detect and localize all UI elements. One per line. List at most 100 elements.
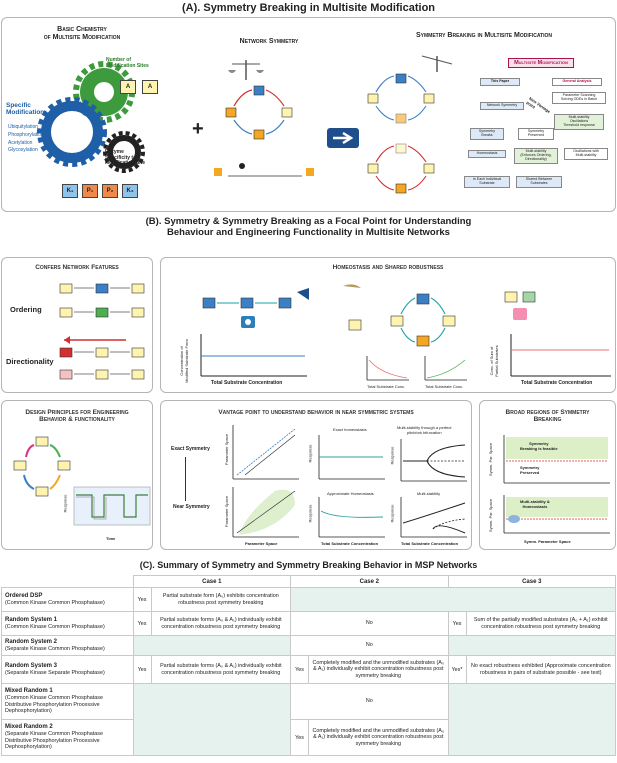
flow-each-sub: In Each Individual Substrate <box>464 176 510 188</box>
symmetry-breaking-title: Symmetry Breaking in Multisite Modificat… <box>415 32 552 39</box>
response-ylabel-4: Response <box>389 504 395 523</box>
tilted-scale-icon <box>421 55 453 72</box>
homeo-plot-4 <box>510 334 611 377</box>
homeo-plot-3 <box>424 356 467 381</box>
approx-homeo-label: Approximate Homeostasis <box>327 491 374 496</box>
sym-preserved-label: Symmetry Preserved <box>520 465 540 475</box>
number-sites-label: Number of Modification Sites <box>106 57 149 69</box>
panel-design: Design Principles for Engineering Behavi… <box>1 400 153 550</box>
symm-param-xlabel: Symm. Parameter Space <box>524 539 571 544</box>
response-ylabel-2: Response <box>307 504 313 523</box>
homeo-plot4-ylabel: Conc. of Sum of Partial Substrates <box>489 345 499 377</box>
table-row: Mixed Random 2(Separate Kinase Common Ph… <box>1 719 616 756</box>
flow-shared-sub: Shared Between Substrates <box>516 176 562 188</box>
shower-icon <box>343 284 361 288</box>
cell-c1-yes: Yes <box>132 587 152 612</box>
network-symmetry-diagram <box>214 60 314 177</box>
homeo-plot-2 <box>366 356 409 381</box>
section-a-title: (A). Symmetry Breaking in Multisite Modi… <box>181 2 436 14</box>
enzyme-spec-label: Enzyme Specificity to Modification Site <box>105 149 145 166</box>
faucet-icon <box>297 288 309 300</box>
broad-plot-1 <box>503 435 610 484</box>
directionality-label: Directionality <box>6 357 54 366</box>
weighing-scale-icon <box>241 316 255 328</box>
design-ylabel: Response <box>62 494 68 513</box>
mod-acetylation: Acetylation <box>8 139 33 146</box>
plus-sign: + <box>192 118 204 140</box>
homeo-network-2 <box>343 284 456 347</box>
summary-table: Case 1 Case 2 Case 3 Ordered DSP(Common … <box>1 575 617 756</box>
cell-c2-desc: No <box>290 611 449 636</box>
cell-empty <box>132 683 292 756</box>
cell-c3-yes: Yes* <box>447 655 467 684</box>
flow-multi-enforce: Multi-stability (Enforces Ordering, Dire… <box>514 148 558 164</box>
homeo-plot1-ylabel: Concentration of Modified Substrate Form <box>179 339 189 383</box>
param-space-ylabel-1: Parameter Space <box>224 433 230 466</box>
table-row: Mixed Random 1(Common Kinase Common Phos… <box>1 683 617 756</box>
flow-osc-multi: Oscillations with Multi-stability <box>564 148 608 160</box>
balance-scale-icon <box>228 60 264 80</box>
total-sub-xlabel-1: Total Substrate Concentration <box>321 541 379 546</box>
cell-empty <box>447 683 617 756</box>
black-gear-icon <box>103 131 145 173</box>
exact-homeo-label: Exact homeostasis <box>333 427 367 432</box>
flow-sym-breaks: Symmetry Breaks <box>470 128 504 140</box>
multi-homeo-label: Multi-stability & Homeostasis <box>520 499 550 509</box>
pink-scale-icon <box>513 308 527 320</box>
right-arrow-icon <box>327 128 359 148</box>
confers-network-diagram <box>59 283 145 380</box>
table-header-row: Case 1 Case 2 Case 3 <box>2 575 617 588</box>
mod-glycosylation: Glycosylation <box>8 147 38 154</box>
mod-list: Ubiquitylation Phosphorylation Acetylati… <box>8 124 44 155</box>
cell-c1-desc: Partial substrate form (A₀) exhibits con… <box>150 587 292 612</box>
k2-box: K₂ <box>122 184 138 198</box>
header-case-2: Case 2 <box>290 575 449 588</box>
panel-confers: Confers Network Features Ordering Direct… <box>1 257 153 393</box>
symmetry-breaking-diagrams <box>367 55 453 194</box>
cell-c2-desc: No <box>290 683 449 720</box>
flow-param: Parameter Scanning Solving ODEs in Batch <box>552 92 606 104</box>
cell-c3-desc: Sum of the partially modified substrates… <box>465 611 617 636</box>
cell-empty <box>132 635 292 656</box>
cell-c1-yes: Yes <box>132 655 152 684</box>
exact-sym-label: Exact Symmetry <box>171 446 210 452</box>
sym-feasible-label: Symmetry Breaking is feasible <box>520 441 558 451</box>
design-response-plot <box>73 486 151 526</box>
multistab-perfect-label: Multi-stability through a perfect pitchf… <box>397 425 452 435</box>
homeo-network-1 <box>202 288 309 328</box>
param-space-ylabel-2: Parameter Space <box>224 495 230 528</box>
cell-c1-yes: Yes <box>132 611 152 636</box>
blue-gear-icon <box>37 97 107 167</box>
near-sym-label: Near Symmetry <box>173 504 210 510</box>
p1-box: P₁ <box>82 184 98 198</box>
table-row: Ordered DSP(Common Kinase Common Phospha… <box>1 587 616 612</box>
vantage-param-plot-1 <box>232 425 299 480</box>
flow-multi-osc: Multi-stability Oscillations Threshold r… <box>554 114 604 130</box>
mod-phosphorylation: Phosphorylation <box>8 131 44 138</box>
flow-general: General Analysis <box>552 78 602 86</box>
mod-ubiquitylation: Ubiquitylation <box>8 124 39 130</box>
vantage-response-plot-2 <box>318 497 385 538</box>
row-label: Ordered DSP(Common Kinase Common Phospha… <box>1 587 134 612</box>
panel-a: Basic Chemistry of Multisite Modificatio… <box>1 17 616 212</box>
cell-c2-desc: Completely modified and the unmodified s… <box>308 655 449 684</box>
flow-new-vantage: New Vantage point <box>525 95 552 115</box>
panel-homeostasis: Homeostasis and Shared robustness Concen… <box>160 257 616 393</box>
section-c-title: (C). Summary of Symmetry and Symmetry Br… <box>139 560 478 570</box>
homeo-plot-1 <box>200 334 307 377</box>
homeo-title: Homeostasis and Shared robustness <box>332 264 444 271</box>
row-label: Mixed Random 1(Common Kinase Common Phos… <box>1 683 134 720</box>
design-xlabel: Time <box>106 536 116 541</box>
table-row: Random System 1(Common Kinase Common Pho… <box>1 611 617 636</box>
broad-title: Broad regions of Symmetry Breaking <box>505 409 590 424</box>
cell-c3-yes: Yes <box>447 611 467 636</box>
small-xlabel-2: Total Substrate Conc. <box>425 384 464 389</box>
vantage-bifurcation-plot-1 <box>400 439 467 482</box>
cell-c3-desc: No exact robustness exhibited (Approxima… <box>465 655 617 684</box>
vantage-title: Vantage point to understand behavior in … <box>218 409 414 416</box>
symm-par-ylabel-1: Symm. Par. Space <box>488 442 494 477</box>
row-label: Random System 2(Separate Kinase Common P… <box>1 635 134 656</box>
k1-box: K₁ <box>62 184 78 198</box>
cell-c2-yes: Yes <box>290 655 310 684</box>
cell-c1-desc: Partial substrate forms (A₀ & A₁) indivi… <box>150 655 292 684</box>
